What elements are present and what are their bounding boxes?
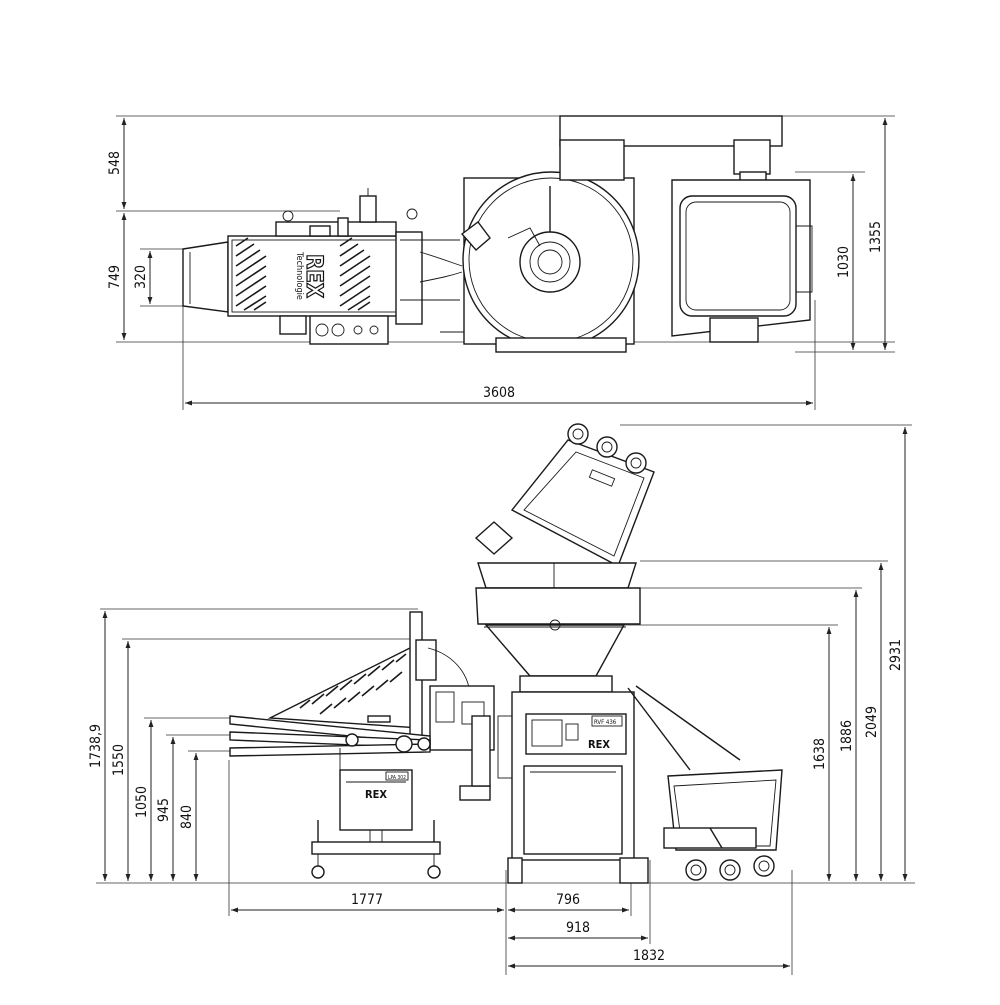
dim-2049: 2049 xyxy=(864,706,880,738)
top-logo: REX xyxy=(301,254,326,298)
dim-749: 749 xyxy=(107,265,123,289)
side-view-extension-lines xyxy=(96,424,915,975)
small-cart: REX LPA 302 xyxy=(311,769,441,879)
side-view: 1738,9 1550 1050 945 840 1638 1886 2049 … xyxy=(88,423,915,975)
dim-2931: 2931 xyxy=(888,639,904,671)
side-view-machine: REX RVF 436 xyxy=(229,423,783,884)
dim-1738-9: 1738,9 xyxy=(88,724,104,768)
dim-3608: 3608 xyxy=(483,385,515,401)
side-logo: REX xyxy=(588,738,610,751)
dim-1886: 1886 xyxy=(839,720,855,752)
dim-320: 320 xyxy=(133,265,149,289)
dim-548: 548 xyxy=(107,151,123,175)
dim-796: 796 xyxy=(556,892,580,908)
dim-1832: 1832 xyxy=(633,948,665,964)
dim-1638: 1638 xyxy=(812,738,828,770)
top-view: 548 749 320 1030 1355 3608 REX Technolog… xyxy=(107,115,895,410)
dim-1050: 1050 xyxy=(134,786,150,818)
linker xyxy=(229,611,495,787)
dim-1777: 1777 xyxy=(351,892,383,908)
top-logo-subtext: Technologie xyxy=(294,251,304,300)
lift-arm xyxy=(627,687,691,771)
dim-1550: 1550 xyxy=(111,744,127,776)
machine-label: RVF 436 xyxy=(594,719,617,726)
cart-logo: REX xyxy=(365,788,387,801)
dim-1355: 1355 xyxy=(868,221,884,253)
dim-945: 945 xyxy=(156,798,172,822)
vacuum-filler-body: REX RVF 436 xyxy=(459,691,649,884)
cart-label: LPA 302 xyxy=(388,775,406,781)
dim-918: 918 xyxy=(566,920,590,936)
dim-840: 840 xyxy=(179,805,195,829)
dim-1030: 1030 xyxy=(836,246,852,278)
hopper xyxy=(475,562,641,693)
top-view-machine: REX Technologie xyxy=(182,115,813,353)
tilted-bin xyxy=(474,423,655,567)
bin-trolley xyxy=(663,769,783,881)
